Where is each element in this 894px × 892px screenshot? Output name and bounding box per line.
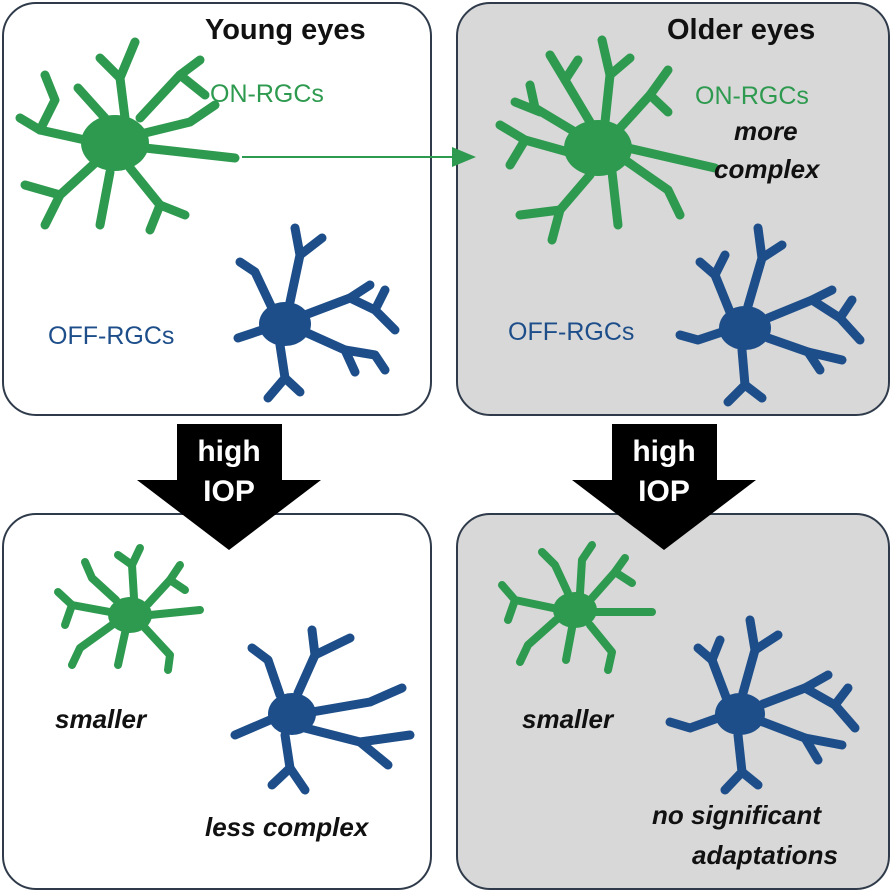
older-off-rgc-label: OFF-RGCs: [508, 318, 635, 346]
high-iop-arrow-right: [572, 424, 756, 550]
off-rgc-neuron-icon: [233, 223, 400, 403]
young-iop-on-note: smaller: [55, 704, 147, 734]
older-high-iop-panel: [456, 513, 890, 890]
on-rgc-neuron-icon: [54, 544, 204, 674]
young-iop-off-note: less complex: [205, 812, 369, 842]
off-rgc-neuron-icon: [665, 615, 860, 795]
on-rgc-neuron-icon: [498, 541, 656, 674]
older-iop-on-note: smaller: [522, 704, 614, 734]
high-iop-line2: IOP: [203, 475, 255, 508]
older-iop-off-note-line2: adaptations: [692, 840, 838, 870]
high-iop-line1: high: [632, 435, 696, 468]
on-rgc-neuron-icon: [495, 35, 720, 245]
older-iop-off-note-line1: no significant: [652, 800, 821, 830]
high-iop-line1: high: [197, 435, 261, 468]
young-eyes-title: Young eyes: [205, 14, 366, 46]
on-rgc-neuron-icon: [15, 37, 240, 235]
older-eyes-title: Older eyes: [667, 14, 816, 46]
high-iop-arrow-left: [137, 424, 321, 550]
young-off-rgc-label: OFF-RGCs: [48, 322, 175, 350]
off-rgc-neuron-icon: [675, 223, 865, 407]
older-on-note-line1: more: [734, 116, 798, 146]
high-iop-line2: IOP: [638, 475, 690, 508]
young-eyes-panel: [2, 2, 432, 416]
older-on-note-line2: complex: [714, 154, 820, 184]
off-rgc-neuron-icon: [230, 625, 415, 795]
young-on-rgc-label: ON-RGCs: [210, 80, 324, 108]
older-on-rgc-label: ON-RGCs: [695, 82, 809, 110]
